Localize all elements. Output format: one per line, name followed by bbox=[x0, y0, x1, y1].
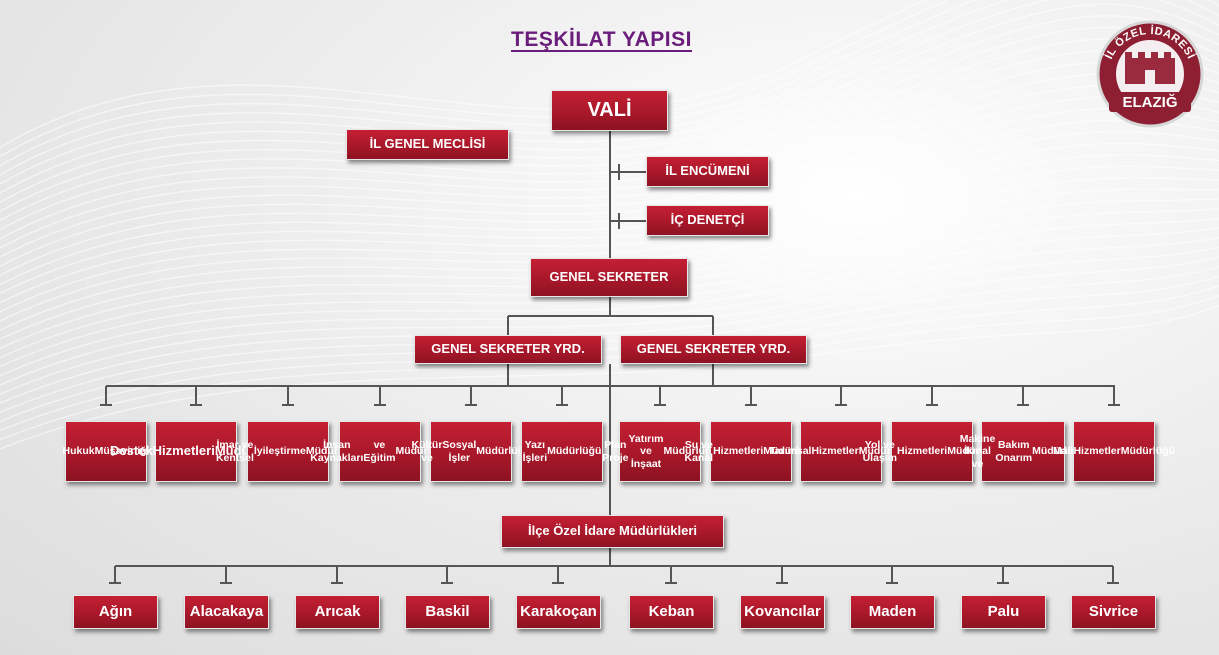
background-wave-line bbox=[0, 227, 1219, 377]
department-label-line: İmar ve Kentsel bbox=[215, 439, 254, 464]
il-encumeni-label: İL ENCÜMENİ bbox=[665, 163, 750, 179]
district-box: Palu bbox=[961, 595, 1046, 629]
department-label-line: Müşavirliği bbox=[94, 445, 150, 458]
department-label-line: Su ve Kanal bbox=[684, 439, 714, 464]
ilce-ozel-idare-label: İlçe Özel İdare Müdürlükleri bbox=[527, 523, 698, 539]
background-wave-line bbox=[0, 266, 1219, 414]
background-wave-line bbox=[0, 154, 1219, 313]
department-label-line: İnsan Kaynakları bbox=[310, 439, 364, 464]
il-genel-meclisi-box: İL GENEL MECLİSİ bbox=[346, 129, 509, 160]
background-wave-line bbox=[0, 217, 1219, 368]
genel-sekreter-yrd-left-box: GENEL SEKRETER YRD. bbox=[414, 335, 602, 364]
district-box: Ağın bbox=[73, 595, 158, 629]
department-label-line: Yazı İşleri bbox=[522, 439, 548, 464]
department-label-line: Hizmetleri bbox=[713, 445, 764, 458]
background-wave-line bbox=[0, 0, 927, 149]
background-wave-line bbox=[0, 0, 1219, 167]
district-label: Alacakaya bbox=[189, 603, 264, 621]
district-box: Baskil bbox=[405, 595, 490, 629]
district-label: Arıcak bbox=[314, 603, 361, 621]
genel-sekreter-yrd-right-box: GENEL SEKRETER YRD. bbox=[620, 335, 807, 364]
district-box: Maden bbox=[850, 595, 935, 629]
logo-city-text: ELAZIĞ bbox=[1123, 93, 1178, 111]
district-label: Ağın bbox=[98, 603, 133, 621]
district-box: Alacakaya bbox=[184, 595, 269, 629]
department-label-line: İyileştirme bbox=[253, 445, 306, 458]
department-label-line: Hizmetler bbox=[1073, 445, 1121, 458]
department-label-line: Yatırım ve İnşaat bbox=[628, 433, 664, 470]
department-box: DestekHizmetleriMüdürlüğü bbox=[110, 421, 282, 482]
district-label: Karakoçan bbox=[520, 603, 597, 621]
il-encumeni-box: İL ENCÜMENİ bbox=[646, 156, 769, 187]
background-wave-line bbox=[0, 15, 1219, 204]
page-title: TEŞKİLAT YAPISI bbox=[511, 28, 692, 51]
ic-denetci-box: İÇ DENETÇİ bbox=[646, 205, 769, 236]
department-label-line: Müdürlüğü bbox=[1120, 445, 1175, 458]
district-box: Sivrice bbox=[1071, 595, 1156, 629]
department-label-line: Mali bbox=[1053, 445, 1074, 458]
background-wave-line bbox=[0, 26, 1219, 213]
background-wave-line bbox=[0, 177, 1219, 332]
district-label: Kovancılar bbox=[744, 603, 821, 621]
department-label-line: Müdürlüğü bbox=[476, 445, 531, 458]
background-wave-line bbox=[0, 0, 951, 158]
background-wave-line bbox=[0, 198, 1219, 350]
department-label-line: Sosyal İşler bbox=[442, 439, 477, 464]
background-wave-line bbox=[0, 256, 1219, 405]
department-label-line: Müdürlüğü bbox=[1032, 445, 1087, 458]
genel-sekreter-yrd-right-label: GENEL SEKRETER YRD. bbox=[636, 341, 791, 357]
department-label-line: Makine İkmal ve bbox=[959, 433, 996, 470]
background-wave-line bbox=[0, 304, 1219, 450]
background-wave-line bbox=[0, 3, 1219, 195]
district-label: Sivrice bbox=[1088, 603, 1139, 621]
department-label-line: Yol ve Ulaşım bbox=[862, 439, 898, 464]
ic-denetci-label: İÇ DENETÇİ bbox=[670, 212, 745, 228]
department-label-line: Hizmetleri bbox=[152, 443, 215, 459]
district-label: Keban bbox=[648, 603, 695, 621]
background-wave-line bbox=[0, 188, 1219, 341]
department-label-line: Tarımsal bbox=[769, 445, 812, 458]
vali-label: VALİ bbox=[587, 99, 632, 121]
vali-box: VALİ bbox=[551, 90, 668, 131]
department-label-line: ve Eğitim bbox=[363, 439, 396, 464]
background-wave-line bbox=[0, 246, 1219, 395]
department-label-line: Müdürlüğü bbox=[663, 445, 718, 458]
department-label-line: Hizmetler bbox=[811, 445, 859, 458]
department-label-line: Bakım Onarım bbox=[995, 439, 1033, 464]
district-label: Maden bbox=[868, 603, 917, 621]
department-label-line: Kültür ve bbox=[411, 439, 443, 464]
district-box: Karakoçan bbox=[516, 595, 601, 629]
ilce-ozel-idare-box: İlçe Özel İdare Müdürlükleri bbox=[501, 515, 724, 548]
district-box: Keban bbox=[629, 595, 714, 629]
genel-sekreter-yrd-left-label: GENEL SEKRETER YRD. bbox=[431, 341, 585, 357]
elazig-ozel-idare-logo: İL ÖZEL İDARESİ ELAZIĞ bbox=[1096, 20, 1204, 128]
il-genel-meclisi-label: İL GENEL MECLİSİ bbox=[369, 136, 486, 152]
department-label-line: Hukuk bbox=[62, 445, 95, 458]
district-label: Baskil bbox=[425, 603, 470, 621]
district-box: Kovancılar bbox=[740, 595, 825, 629]
background-wave-line bbox=[0, 165, 1219, 322]
district-box: Arıcak bbox=[295, 595, 380, 629]
background-wave-line bbox=[0, 208, 1219, 359]
department-label-line: Destek bbox=[110, 443, 153, 459]
department-label-line: Hizmetleri bbox=[897, 445, 948, 458]
genel-sekreter-label: GENEL SEKRETER bbox=[549, 269, 669, 285]
district-label: Palu bbox=[987, 603, 1020, 621]
genel-sekreter-box: GENEL SEKRETER bbox=[530, 258, 688, 297]
background-wave-line bbox=[0, 0, 1219, 176]
department-label-line: Müdürlüğü bbox=[547, 445, 602, 458]
background-wave-line bbox=[0, 0, 1219, 185]
castle-icon bbox=[1125, 52, 1175, 84]
department-label-line: Plan Proje bbox=[602, 439, 629, 464]
background-wave-line bbox=[0, 237, 1219, 386]
